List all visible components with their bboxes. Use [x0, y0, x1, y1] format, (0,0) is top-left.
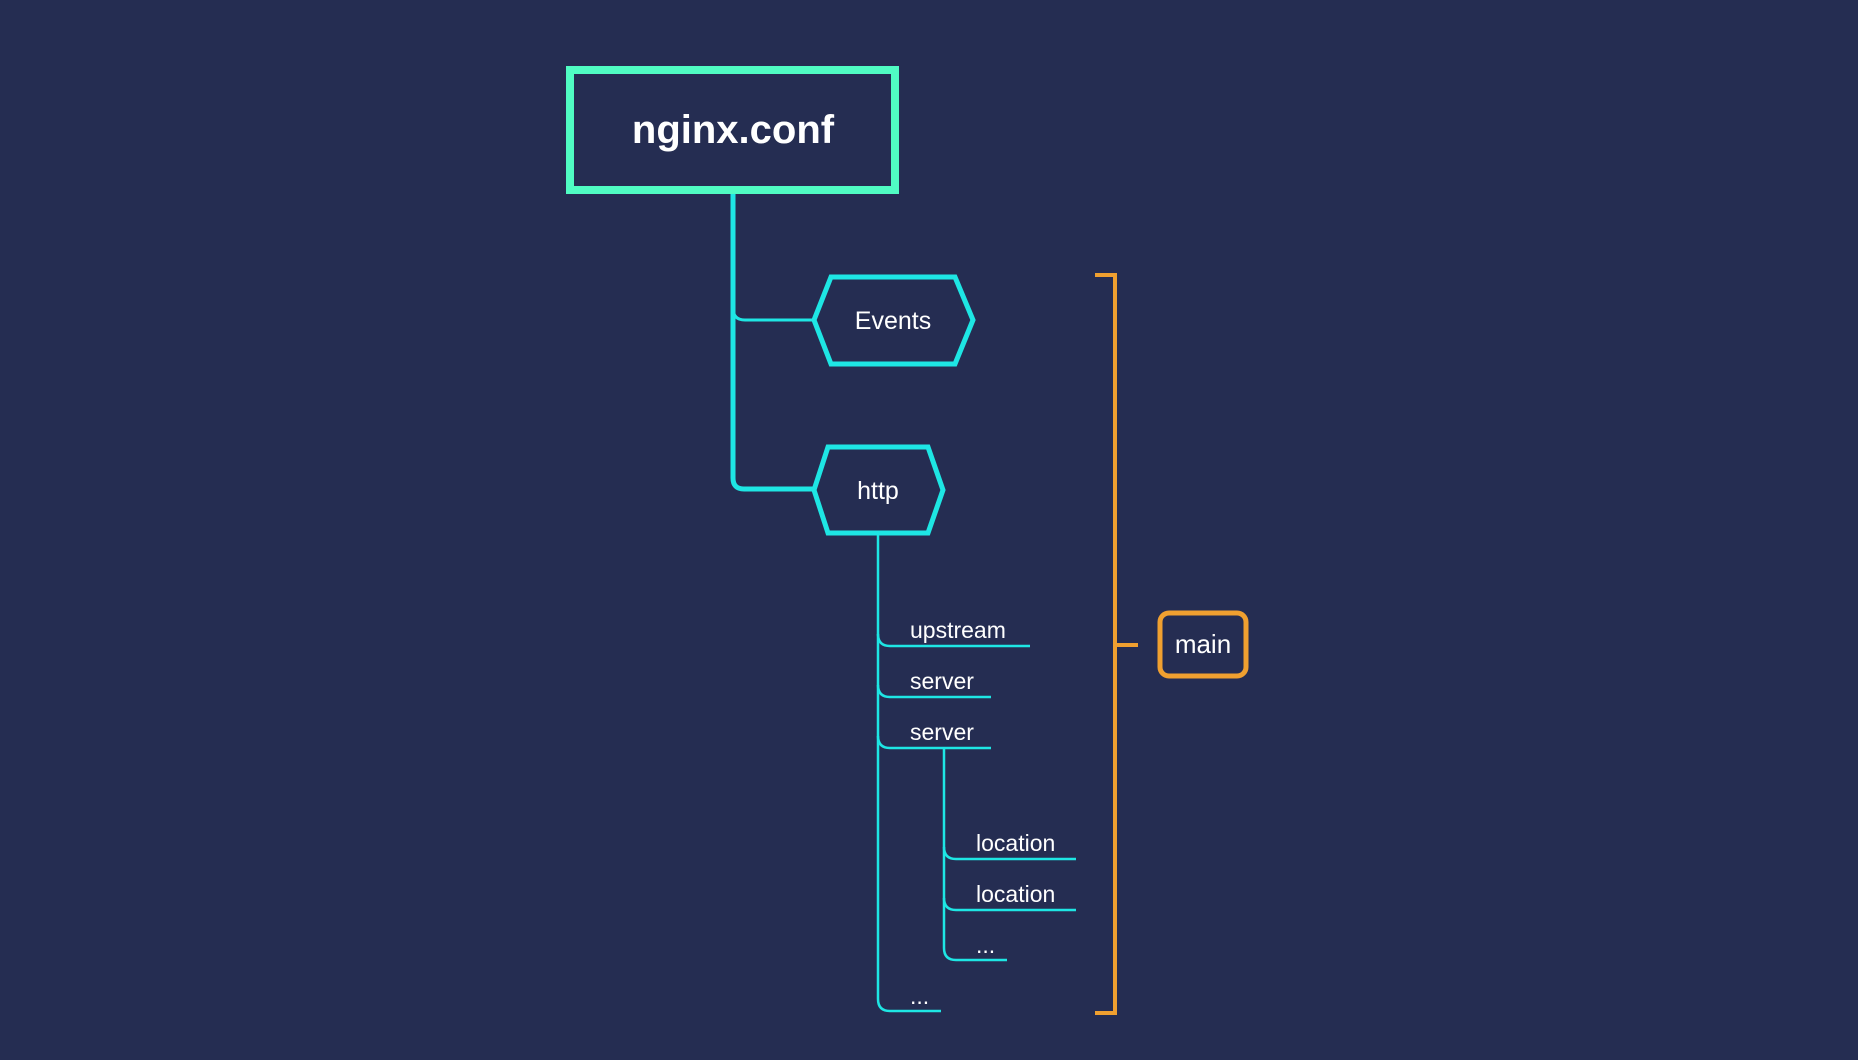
- http-hexagon: [811, 444, 946, 536]
- main-context: main: [1157, 610, 1249, 679]
- root-label: nginx.conf: [632, 108, 835, 152]
- server-connector: [876, 735, 991, 750]
- http-child-server: server: [910, 668, 974, 694]
- events-hexagon: [811, 274, 976, 367]
- http-block: http: [811, 444, 946, 536]
- http-child-server: server: [910, 719, 974, 745]
- http-label: http: [857, 477, 899, 505]
- server-connector: [876, 684, 991, 699]
- http-child-upstream: upstream: [910, 617, 1006, 643]
- events-connector: [731, 307, 814, 322]
- main-label: main: [1175, 629, 1231, 659]
- main-box: [1157, 610, 1249, 679]
- events-block: Events: [811, 274, 976, 367]
- root-box: [566, 66, 899, 194]
- location-connector: [942, 846, 1076, 861]
- server-child-more: ...: [976, 932, 995, 958]
- trunk-connector: [730, 194, 814, 492]
- context-bracket: [1095, 273, 1117, 1015]
- events-label: Events: [855, 307, 931, 335]
- http-stem: [876, 533, 941, 1013]
- server-child-location: location: [976, 830, 1055, 856]
- server-child-location: location: [976, 881, 1055, 907]
- http-child-more: ...: [910, 983, 929, 1009]
- location-connector: [942, 897, 1076, 912]
- root-node: nginx.conf: [566, 66, 899, 194]
- server-stem: [942, 748, 1007, 962]
- upstream-connector: [876, 633, 1030, 648]
